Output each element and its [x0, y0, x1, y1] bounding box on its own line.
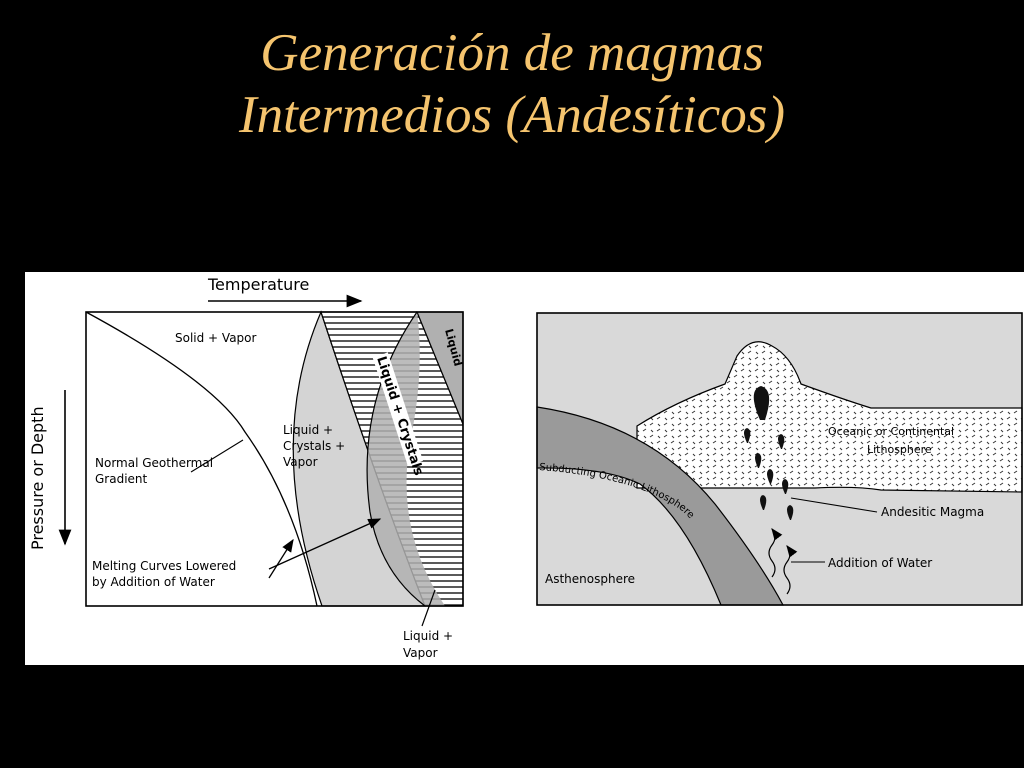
temperature-label: Temperature [207, 275, 309, 294]
magma-chamber [753, 386, 770, 420]
slide-title: Generación de magmas Intermedios (Andesí… [0, 22, 1024, 146]
cross-section: Oceanic or Continental Lithosphere Subdu… [536, 312, 1023, 606]
cross-section-frame [536, 312, 1023, 606]
solid-vapor-label: Solid + Vapor [175, 331, 257, 345]
water-label: Addition of Water [828, 556, 932, 570]
melting-label-line1: Melting Curves Lowered [92, 559, 236, 573]
lv-label-line1: Liquid + [403, 629, 453, 643]
phase-diagram: Temperature Pressure or Depth Liquid Liq… [28, 275, 465, 660]
magma-drop [782, 479, 789, 494]
lithosphere-label-line2: Lithosphere [867, 443, 932, 456]
title-line-1: Generación de magmas [260, 24, 764, 82]
magma-drop [760, 495, 767, 510]
magma-drop [755, 453, 762, 468]
lcv-label-line3: Vapor [283, 455, 318, 469]
depth-label: Pressure or Depth [28, 406, 47, 550]
geotherm-label-line2: Gradient [95, 472, 148, 486]
magma-pointer [790, 497, 878, 513]
magma-drop [778, 434, 785, 449]
geotherm-curve [85, 311, 318, 607]
figure-panel: Temperature Pressure or Depth Liquid Liq… [25, 272, 1024, 665]
lcv-label-line1: Liquid + [283, 423, 333, 437]
magma-drop [767, 469, 774, 484]
water-arrow-2 [783, 545, 798, 595]
melting-label-line2: by Addition of Water [92, 575, 215, 589]
lithosphere-region [636, 341, 1023, 493]
figure-svg: Temperature Pressure or Depth Liquid Liq… [28, 275, 1023, 660]
melting-arrow-1 [268, 518, 382, 570]
geotherm-pointer [190, 439, 244, 473]
water-arrow-1 [768, 528, 783, 578]
melting-arrow-2 [268, 538, 294, 579]
asthenosphere-label: Asthenosphere [545, 572, 635, 586]
liquid-vapor-pointer [421, 589, 436, 627]
title-line-2: Intermedios (Andesíticos) [238, 86, 786, 144]
lv-label-line2: Vapor [403, 646, 438, 660]
magma-droplets [744, 386, 794, 520]
lithosphere-label-line1: Oceanic or Continental [828, 425, 954, 438]
magma-drop [744, 428, 751, 443]
lcv-label-line2: Crystals + [283, 439, 345, 453]
liquid-crystals-label-bg [372, 352, 424, 466]
phase-diagram-frame [85, 311, 464, 607]
magma-drop [787, 505, 794, 520]
geotherm-label-line1: Normal Geothermal [95, 456, 213, 470]
andesitic-magma-label: Andesitic Magma [881, 505, 984, 519]
